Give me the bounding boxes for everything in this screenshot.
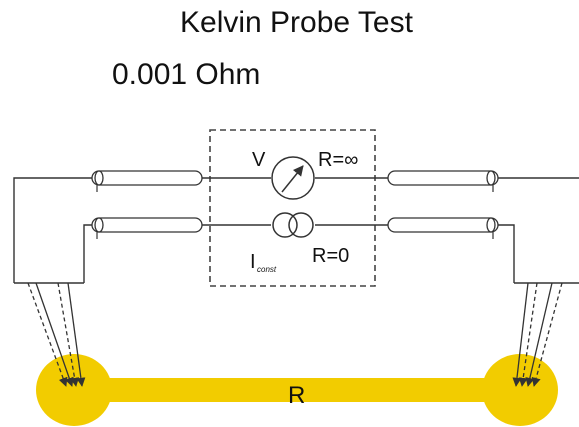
sleeve-bottom-left-cap [94, 217, 104, 233]
sample-right-pad [482, 354, 558, 426]
cable-sleeves [91, 170, 499, 233]
current-source: I const R=0 [250, 212, 349, 274]
current-symbol: I [250, 251, 256, 273]
force-wires [83, 224, 515, 283]
right-probe-arrows [512, 282, 563, 387]
current-source-circle-right [288, 212, 314, 238]
sleeve-top-left-cap [94, 170, 104, 186]
sample-bar [80, 378, 520, 402]
sample-label: R [288, 382, 305, 409]
sleeve-bottom-left [91, 217, 203, 233]
sleeve-ticks [96, 185, 494, 239]
sleeve-top-right [387, 170, 499, 186]
current-resistance: R=0 [312, 245, 349, 267]
voltmeter-resistance: R=∞ [318, 149, 358, 171]
left-force-wire [83, 224, 271, 283]
voltmeter-symbol: V [252, 149, 266, 171]
instrument-box [209, 129, 376, 287]
sleeve-bottom-right-cap [486, 217, 496, 233]
resistance-value: 0.001 Ohm [112, 58, 261, 91]
current-subscript: const [257, 265, 277, 274]
right-force-wire [315, 224, 515, 283]
left-probe-arrows [27, 282, 86, 387]
voltmeter-needle [281, 165, 304, 193]
sleeve-top-left [91, 170, 203, 186]
diagram-title: Kelvin Probe Test [180, 6, 413, 39]
sample-left-pad [36, 354, 112, 426]
sleeve-bottom-right [387, 217, 499, 233]
voltmeter: V R=∞ [252, 149, 358, 200]
sleeve-top-right-cap [486, 170, 496, 186]
sample-under-test: R [36, 354, 558, 426]
